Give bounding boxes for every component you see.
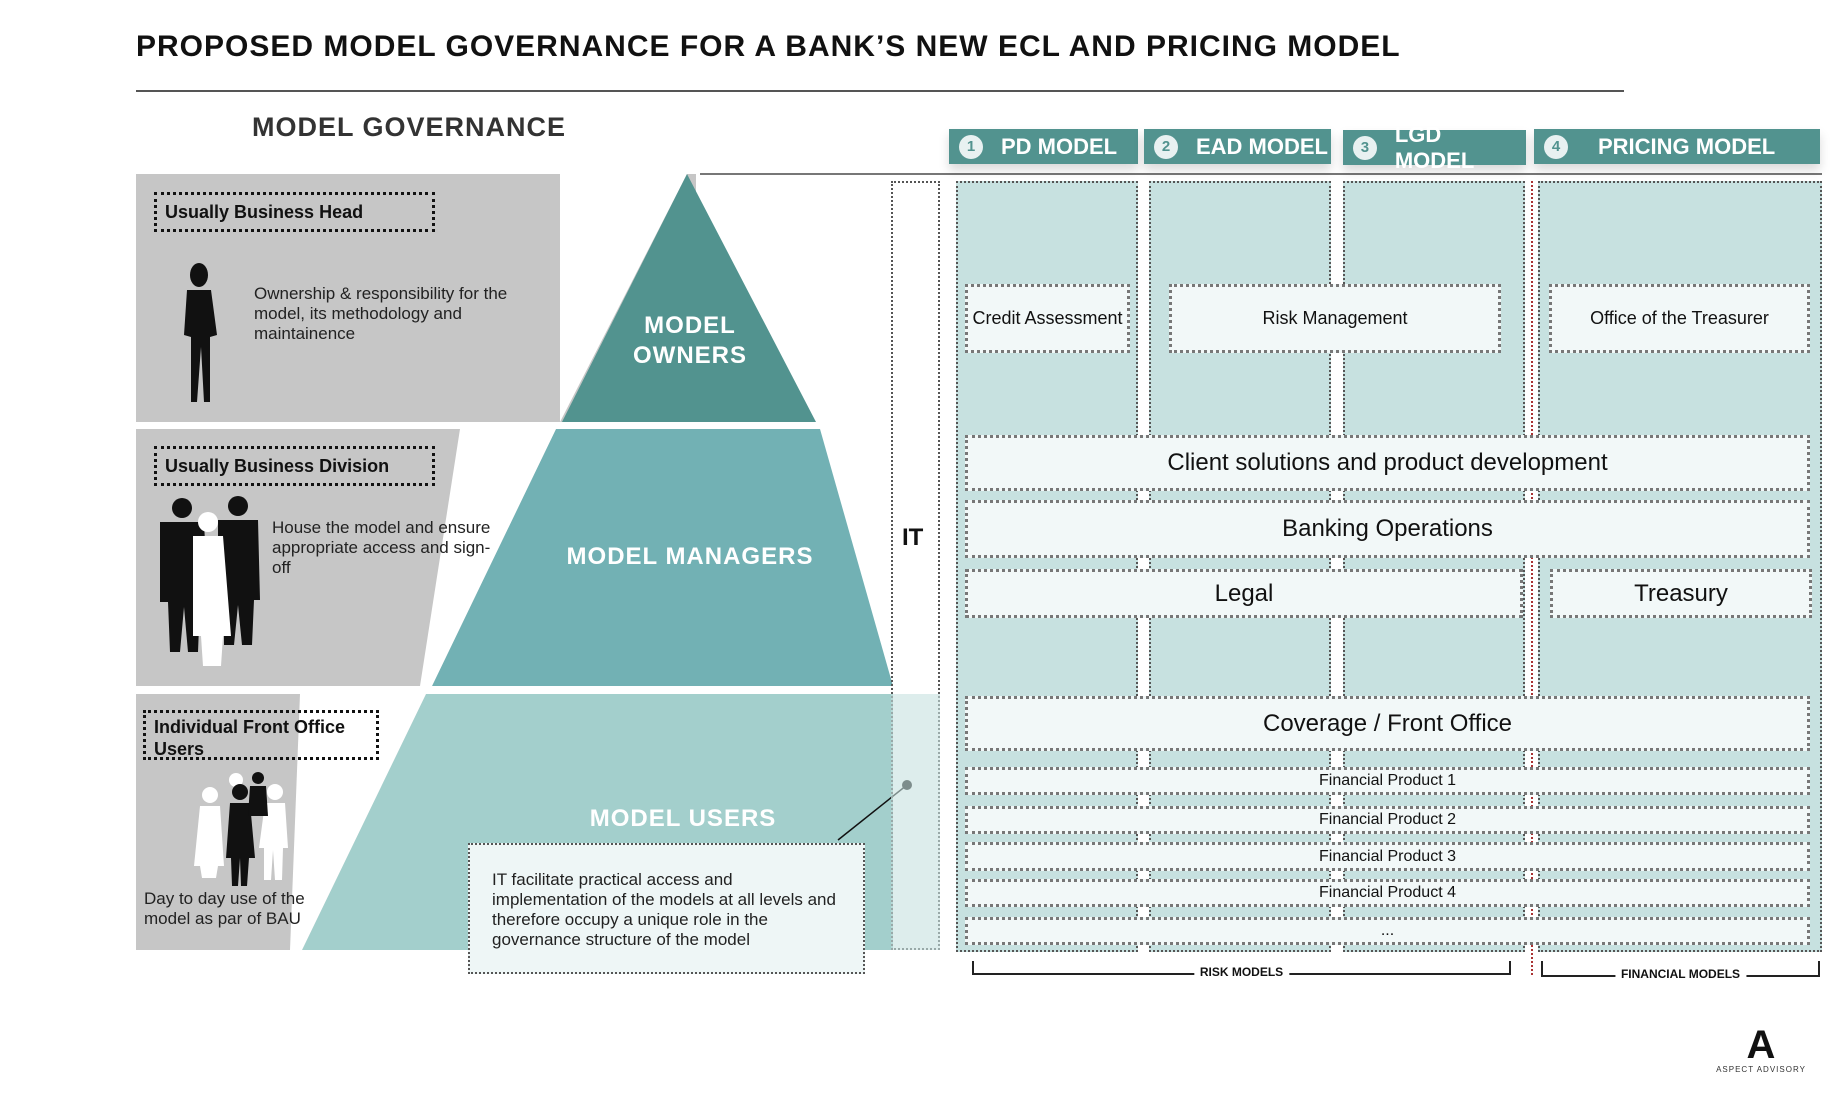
bracket-financial-models: FINANCIAL MODELS	[1541, 961, 1820, 981]
box-financial-product-more: ...	[965, 917, 1810, 945]
header-label: LGD MODEL	[1394, 121, 1475, 173]
it-label: IT	[902, 524, 924, 551]
box-treasury: Treasury	[1550, 569, 1812, 618]
level-label-users: MODEL USERS	[589, 805, 777, 832]
header-label: PRICING MODEL	[1598, 133, 1776, 159]
level-desc-managers: House the model and ensure appropriate a…	[272, 518, 491, 577]
box-financial-product: Financial Product 4	[965, 879, 1810, 907]
group-label-financial: FINANCIAL MODELS	[1614, 967, 1747, 981]
box-financial-product: Financial Product 3	[965, 842, 1810, 871]
header-pricing-model: 4 PRICING MODEL	[1534, 129, 1820, 164]
level-desc-owners: Ownership & responsibility for the model…	[254, 284, 508, 343]
logo-mark: A	[1746, 1023, 1776, 1067]
title-divider	[136, 90, 1624, 92]
header-pd-model: 1 PD MODEL	[949, 129, 1138, 164]
box-office-treasurer: Office of the Treasurer	[1549, 284, 1810, 353]
box-legal: Legal	[965, 569, 1523, 618]
level-tag-owners: Usually Business Head	[154, 192, 435, 232]
level-tag-users: Individual Front Office Users	[143, 710, 379, 760]
users-group-icon	[194, 772, 288, 886]
header-label: EAD MODEL	[1196, 133, 1328, 159]
header-lgd-model: 3 LGD MODEL	[1343, 122, 1526, 173]
box-financial-product: Financial Product 1	[965, 767, 1810, 795]
logo: A ASPECT ADVISORY	[1716, 1025, 1806, 1074]
box-banking-operations: Banking Operations	[965, 500, 1810, 558]
number-badge: 2	[1154, 134, 1178, 159]
level-label-managers: MODEL MANAGERS	[566, 543, 814, 570]
box-financial-product: Financial Product 2	[965, 806, 1810, 834]
level-tag-managers: Usually Business Division	[154, 446, 435, 486]
pyramid-managers	[432, 429, 893, 686]
person-icon	[184, 263, 217, 402]
box-credit-assessment: Credit Assessment	[965, 284, 1130, 353]
section-title: MODEL GOVERNANCE	[252, 112, 567, 142]
box-coverage-front-office: Coverage / Front Office	[965, 696, 1810, 751]
pyramid-owners	[562, 174, 816, 422]
it-callout: IT facilitate practical access and imple…	[468, 843, 865, 974]
page-title: PROPOSED MODEL GOVERNANCE FOR A BANK’S N…	[136, 30, 1401, 63]
header-label: PD MODEL	[1001, 133, 1118, 159]
risk-financial-divider	[1531, 181, 1533, 975]
number-badge: 1	[959, 134, 983, 159]
number-badge: 3	[1353, 135, 1377, 160]
bracket-risk-models: RISK MODELS	[972, 961, 1511, 979]
level-desc-users: Day to day use of the model as par of BA…	[144, 889, 305, 928]
logo-text: ASPECT ADVISORY	[1716, 1065, 1806, 1074]
group-icon	[160, 496, 260, 666]
box-risk-management: Risk Management	[1169, 284, 1501, 353]
level-label-owners: MODEL OWNERS	[633, 312, 747, 369]
header-ead-model: 2 EAD MODEL	[1144, 129, 1331, 164]
it-column-shade	[891, 694, 940, 950]
box-client-solutions: Client solutions and product development	[965, 435, 1810, 491]
group-label-risk: RISK MODELS	[1193, 965, 1290, 979]
number-badge: 4	[1544, 134, 1568, 159]
